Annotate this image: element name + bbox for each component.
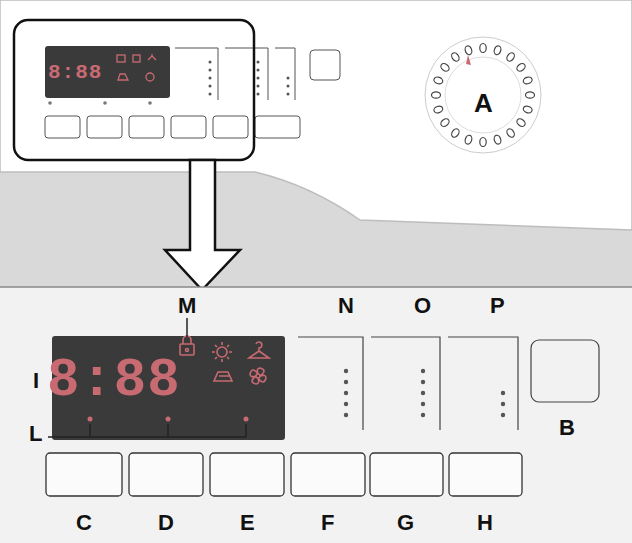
zoom-frame bbox=[14, 20, 254, 160]
callout-letter: E bbox=[240, 512, 255, 534]
callout-letter: F bbox=[321, 512, 334, 534]
enlarged-panel bbox=[0, 287, 632, 543]
display-digits: 8:88 bbox=[48, 62, 102, 83]
callout-letter: P bbox=[490, 295, 505, 317]
panel-face bbox=[0, 0, 632, 230]
callout-letter: A bbox=[474, 90, 493, 116]
callout-letter: N bbox=[338, 295, 354, 317]
callout-letter: D bbox=[158, 512, 174, 534]
status-icons bbox=[180, 336, 269, 384]
display-digits: 8:88 bbox=[47, 354, 181, 408]
callout-letter: O bbox=[414, 295, 431, 317]
buttons bbox=[46, 453, 522, 496]
callout-letter: G bbox=[397, 512, 414, 534]
callout-letter: B bbox=[559, 417, 575, 439]
program-knob bbox=[425, 37, 541, 153]
small-display bbox=[45, 46, 170, 98]
callout-letter: L bbox=[29, 423, 42, 445]
callout-letter: I bbox=[33, 370, 39, 392]
callout-letter: C bbox=[76, 512, 92, 534]
zoom-arrow bbox=[165, 160, 240, 290]
callout-letter: H bbox=[477, 512, 493, 534]
callout-letter: M bbox=[178, 295, 196, 317]
